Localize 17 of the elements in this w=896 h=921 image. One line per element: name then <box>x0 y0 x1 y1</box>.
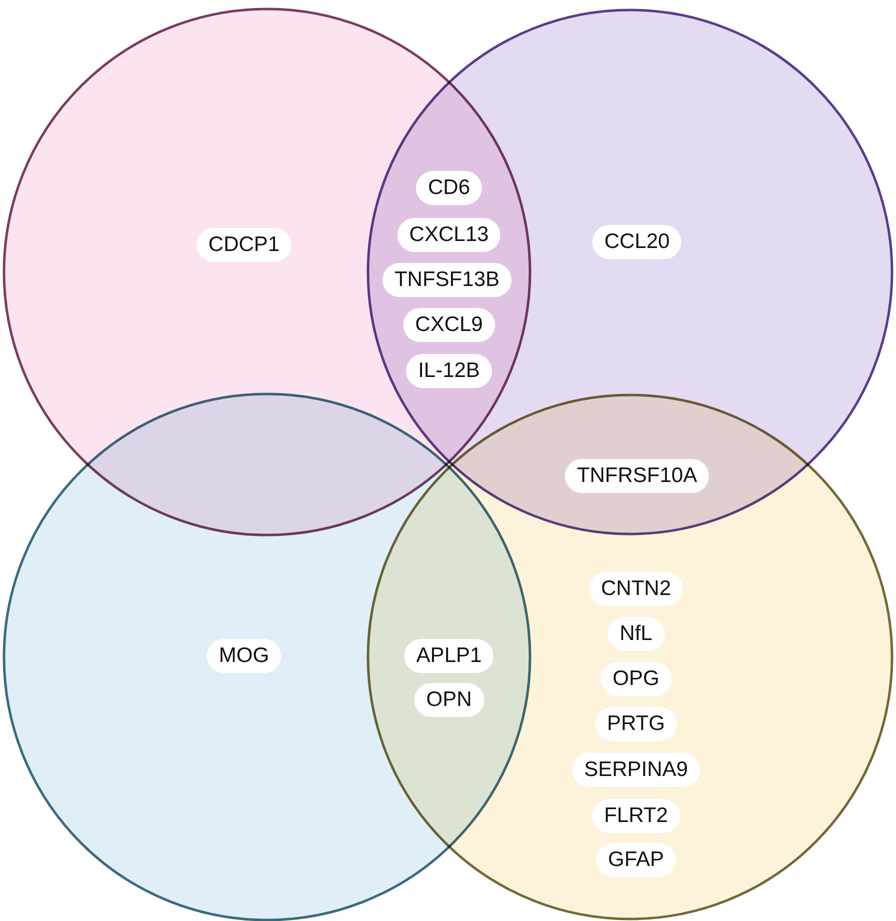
gene-label: PRTG <box>595 707 677 741</box>
gene-label: TNFRSF10A <box>564 459 710 493</box>
gene-label: CDCP1 <box>196 228 292 262</box>
gene-label: OPG <box>600 662 672 696</box>
gene-label: CXCL13 <box>397 218 501 252</box>
gene-label: CXCL9 <box>403 308 495 342</box>
gene-label: CNTN2 <box>589 572 683 606</box>
gene-label: FLRT2 <box>592 799 680 833</box>
gene-label: CCL20 <box>592 225 682 259</box>
gene-label: IL-12B <box>406 354 492 388</box>
gene-label: OPN <box>414 683 484 717</box>
gene-label: GFAP <box>596 843 676 877</box>
gene-label: TNFSF13B <box>382 263 512 297</box>
gene-label: APLP1 <box>404 639 494 673</box>
gene-label: MOG <box>206 639 282 673</box>
venn-circle <box>367 394 893 920</box>
gene-label: SERPINA9 <box>572 753 700 787</box>
